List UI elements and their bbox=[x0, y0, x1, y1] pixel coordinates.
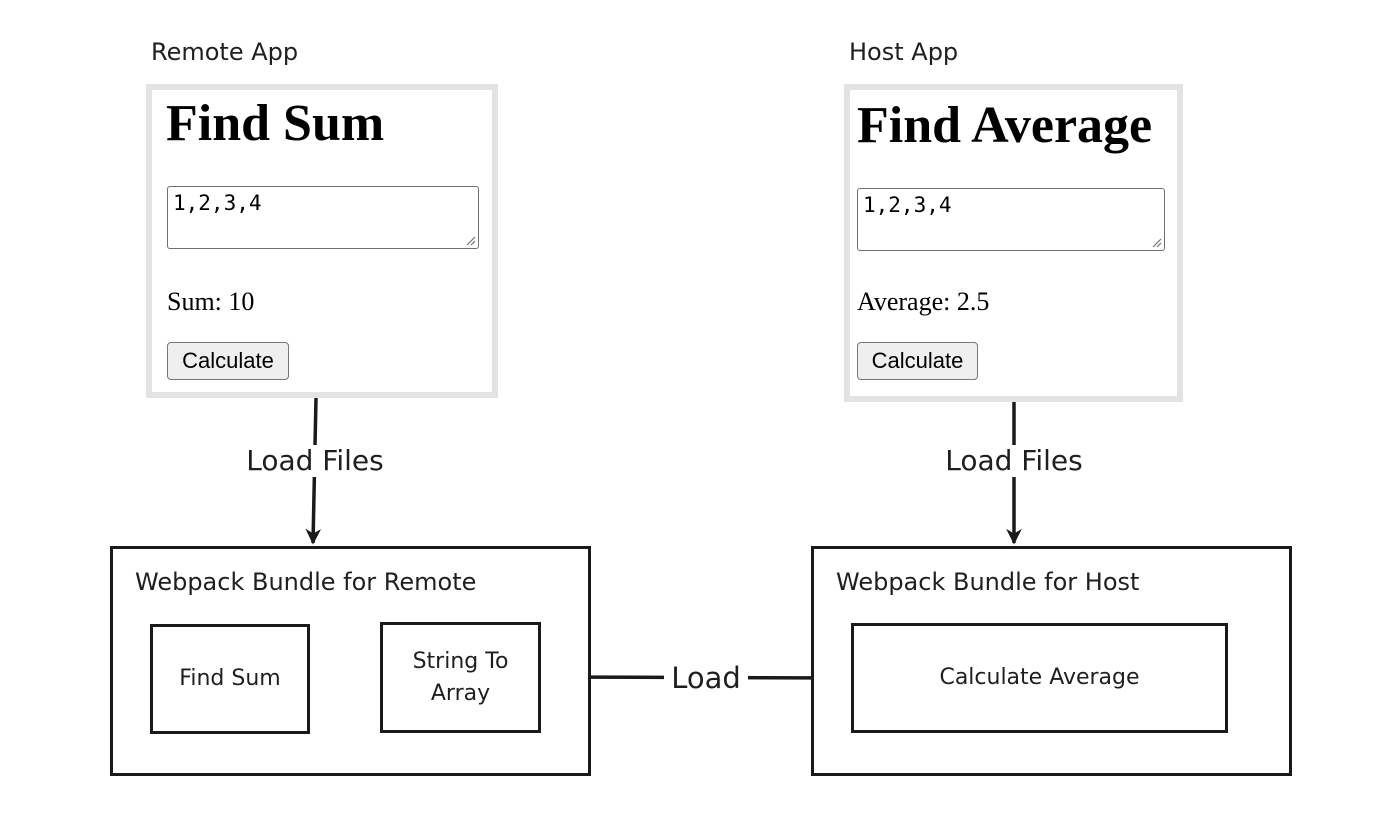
host-numbers-input[interactable]: 1,2,3,4 bbox=[857, 188, 1165, 251]
remote-app-title: Find Sum bbox=[166, 95, 385, 152]
string-to-array-module: String To Array bbox=[380, 622, 541, 733]
string-to-array-module-label: String To Array bbox=[412, 648, 509, 706]
load-label: Load bbox=[664, 662, 748, 695]
host-app-title: Find Average bbox=[857, 97, 1153, 154]
remote-app-panel: Find Sum 1,2,3,4 Sum: 10 Calculate bbox=[146, 84, 498, 398]
remote-calculate-button[interactable]: Calculate bbox=[167, 342, 289, 380]
calculate-average-module-label: Calculate Average bbox=[939, 665, 1140, 691]
remote-load-files-label: Load Files bbox=[240, 445, 390, 477]
host-app-caption: Host App bbox=[849, 38, 959, 66]
host-app-panel: Find Average 1,2,3,4 Average: 2.5 Calcul… bbox=[844, 84, 1183, 402]
resize-grip-icon[interactable] bbox=[1150, 236, 1162, 248]
host-bundle-title: Webpack Bundle for Host bbox=[836, 568, 1140, 596]
resize-grip-icon[interactable] bbox=[464, 234, 476, 246]
host-numbers-input-value: 1,2,3,4 bbox=[863, 193, 952, 217]
remote-bundle-title: Webpack Bundle for Remote bbox=[135, 568, 477, 596]
remote-app-caption: Remote App bbox=[151, 38, 299, 66]
calculate-average-module: Calculate Average bbox=[851, 623, 1228, 733]
find-sum-module: Find Sum bbox=[150, 624, 310, 734]
average-result-text: Average: 2.5 bbox=[857, 287, 990, 316]
find-sum-module-label: Find Sum bbox=[179, 666, 281, 692]
host-load-files-label: Load Files bbox=[939, 445, 1089, 477]
remote-numbers-input[interactable]: 1,2,3,4 bbox=[167, 186, 479, 249]
host-calculate-button[interactable]: Calculate bbox=[857, 342, 978, 380]
remote-numbers-input-value: 1,2,3,4 bbox=[173, 191, 262, 215]
sum-result-text: Sum: 10 bbox=[167, 287, 255, 316]
